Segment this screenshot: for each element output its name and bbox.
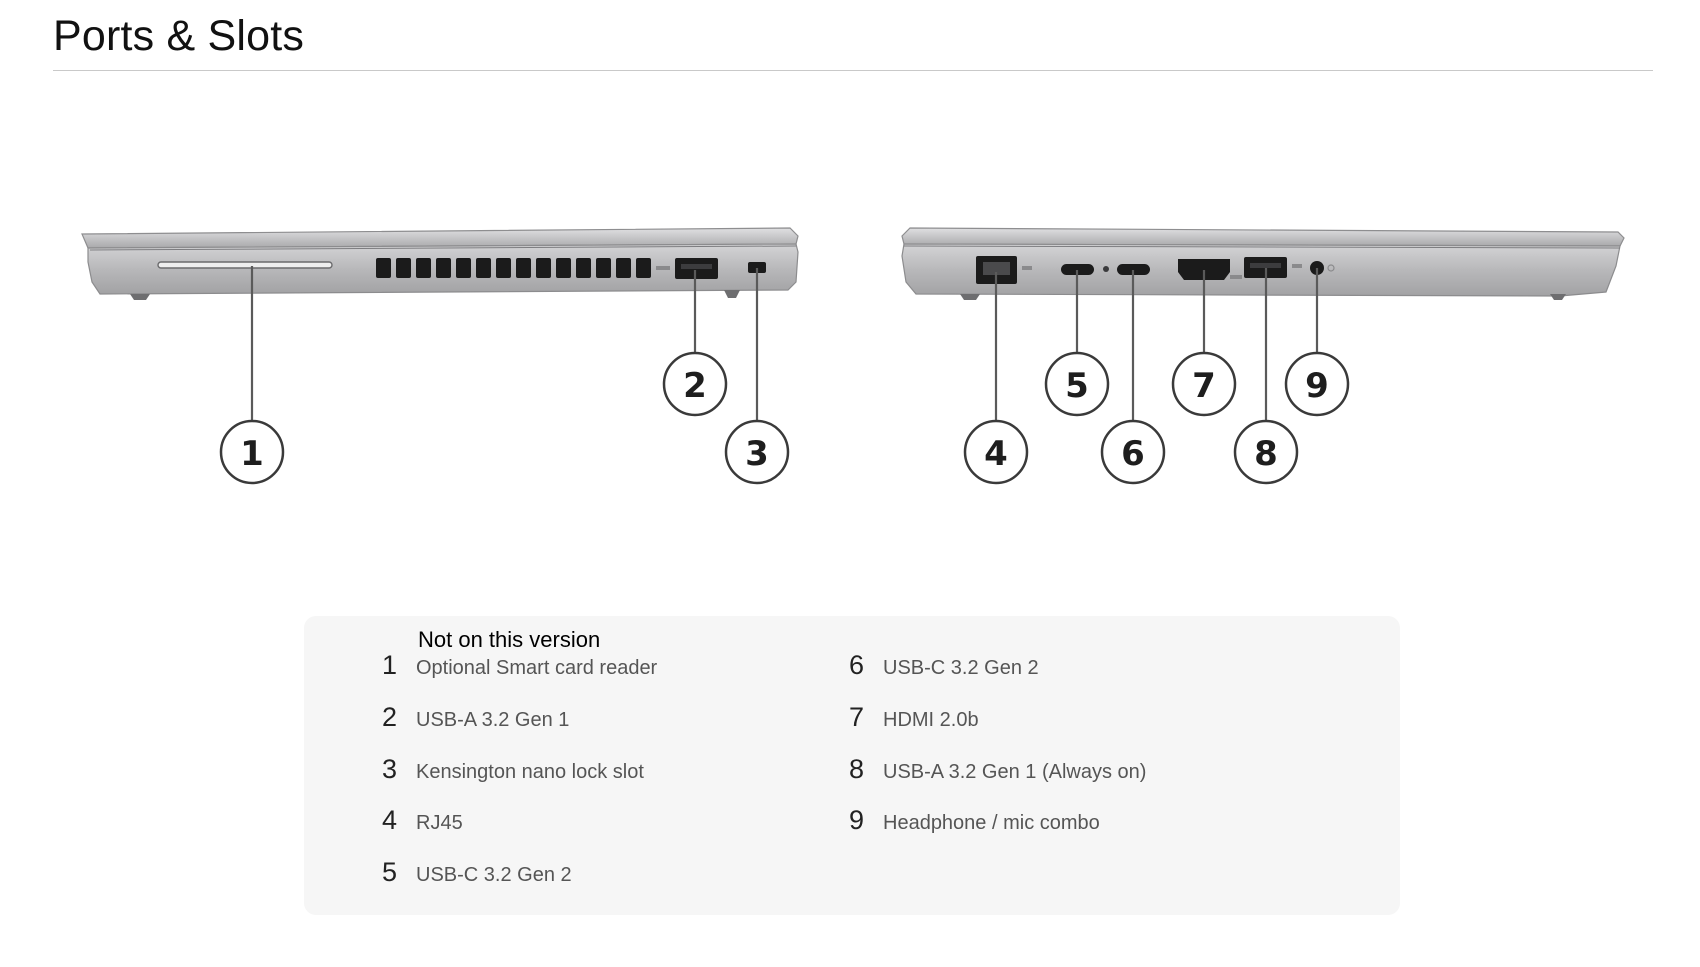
legend-item-label: USB-C 3.2 Gen 2 (883, 657, 1039, 679)
usb-c-port-2 (1117, 264, 1150, 275)
legend-item-number: 4 (382, 805, 398, 835)
callout-6-number: 6 (1121, 434, 1145, 474)
callout-7: 7 (1171, 351, 1237, 417)
legend-item-number: 3 (382, 754, 398, 784)
smart-card-slot (157, 261, 333, 269)
legend-item-label: USB-A 3.2 Gen 1 (Always on) (883, 761, 1147, 783)
legend-item: 4 RJ45 (382, 805, 463, 835)
legend-item-label: HDMI 2.0b (883, 709, 979, 731)
legend-item-number: 2 (382, 702, 398, 732)
callout-9: 9 (1284, 351, 1350, 417)
legend-item-label: USB-C 3.2 Gen 2 (416, 864, 572, 886)
kensington-lock-slot (748, 262, 766, 273)
callout-8-number: 8 (1254, 434, 1278, 474)
callout-5: 5 (1044, 351, 1110, 417)
callout-4-number: 4 (984, 434, 1008, 474)
title-divider (53, 70, 1653, 71)
legend-note: Not on this version (418, 627, 601, 652)
vent-grille (376, 258, 651, 278)
legend-item-number: 8 (849, 754, 865, 784)
legend-item: 3 Kensington nano lock slot (382, 754, 644, 784)
legend-item-label: RJ45 (416, 812, 463, 834)
legend-item-label: Optional Smart card reader (416, 657, 658, 679)
rj45-port (976, 256, 1017, 284)
legend-item-label: Headphone / mic combo (883, 812, 1100, 834)
laptop-left-side-view (81, 227, 799, 300)
legend-item: 7 HDMI 2.0b (849, 702, 979, 732)
legend-item-label: USB-A 3.2 Gen 1 (416, 709, 570, 731)
callout-4: 4 (963, 419, 1029, 485)
page-title: Ports & Slots (53, 12, 305, 60)
callout-6: 6 (1100, 419, 1166, 485)
callout-8: 8 (1233, 419, 1299, 485)
legend-item: 8 USB-A 3.2 Gen 1 (Always on) (849, 754, 1146, 784)
legend-item-number: 5 (382, 857, 398, 887)
callout-2-number: 2 (683, 366, 707, 406)
callout-5-number: 5 (1065, 366, 1089, 406)
laptop-right-side-view (901, 227, 1625, 300)
laptop-side-views-illustration: 1 2 3 4 5 6 7 8 9 (81, 227, 1625, 485)
legend-item: 9 Headphone / mic combo (849, 805, 1100, 835)
callout-3: 3 (724, 419, 790, 485)
legend-item-number: 6 (849, 650, 865, 680)
legend-item-number: 1 (382, 650, 398, 680)
callout-7-number: 7 (1192, 366, 1216, 406)
legend-item: 5 USB-C 3.2 Gen 2 (382, 857, 572, 887)
callout-1: 1 (219, 419, 285, 485)
legend-item: 6 USB-C 3.2 Gen 2 (849, 650, 1039, 680)
legend-item-number: 9 (849, 805, 865, 835)
callout-3-number: 3 (745, 434, 769, 474)
callout-1-number: 1 (240, 434, 264, 474)
callout-leader-lines (250, 266, 1319, 421)
legend-item: 1 Optional Smart card reader (382, 650, 657, 680)
callout-2: 2 (662, 351, 728, 417)
callout-9-number: 9 (1305, 366, 1329, 406)
legend-item-label: Kensington nano lock slot (416, 761, 644, 783)
legend-item: 2 USB-A 3.2 Gen 1 (382, 702, 569, 732)
hdmi-port (1178, 259, 1230, 280)
legend-item-number: 7 (849, 702, 865, 732)
usb-c-port-1 (1061, 264, 1094, 275)
ports-legend-panel: Not on this version 1 Optional Smart car… (304, 616, 1400, 915)
